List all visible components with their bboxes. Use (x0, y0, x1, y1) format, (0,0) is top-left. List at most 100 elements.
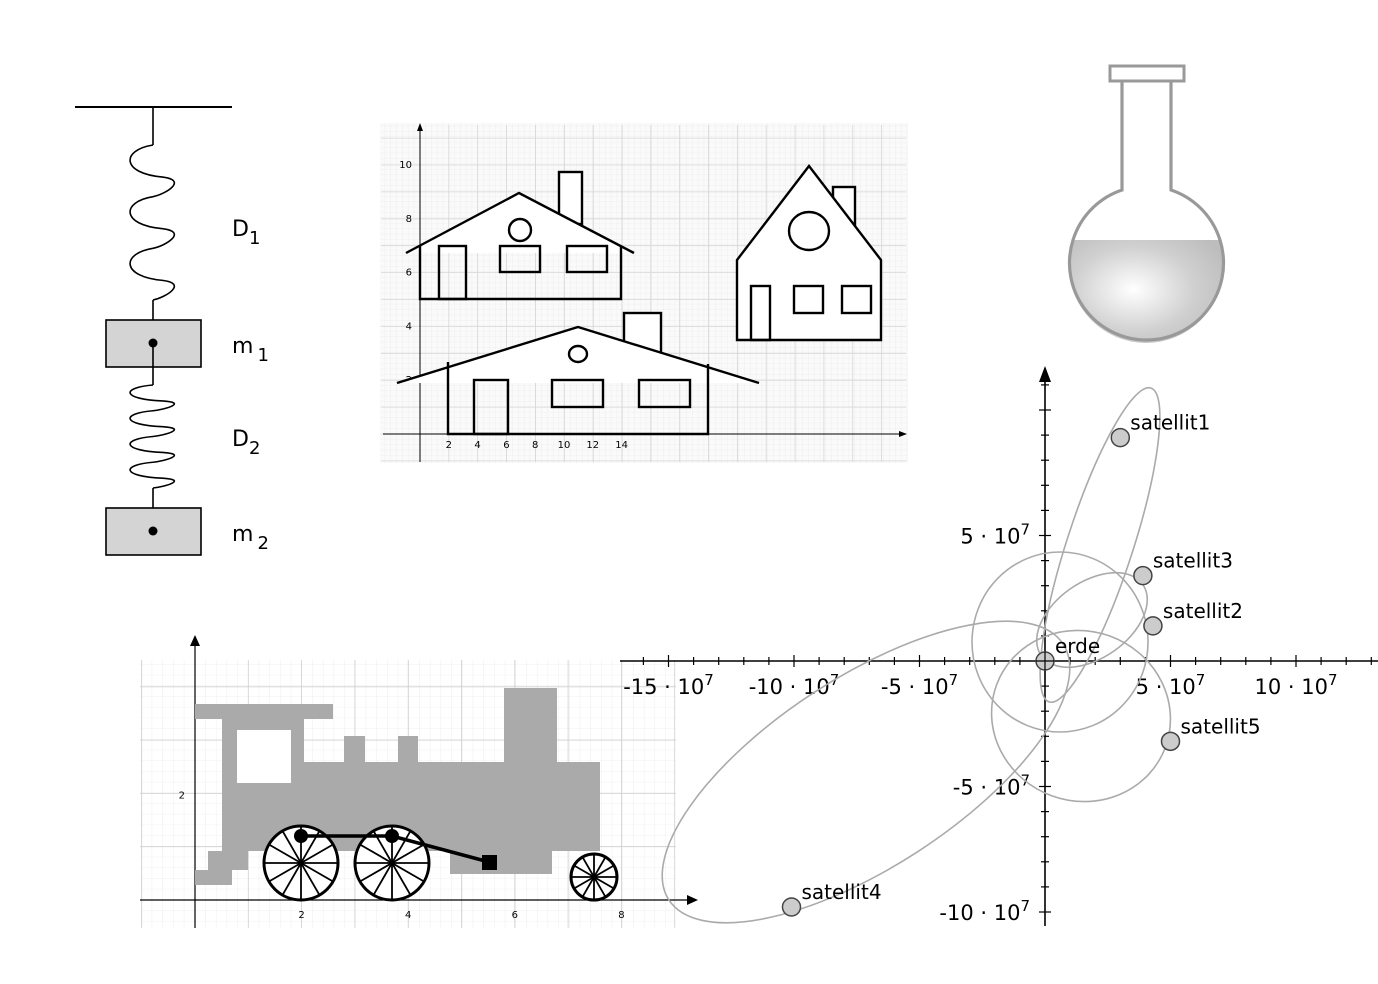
house1-window-right (565, 244, 609, 274)
house1-window-left (498, 244, 542, 274)
locomotive-y-arrow-icon (190, 635, 200, 646)
rod-pin-1 (294, 829, 308, 843)
locomotive-x-arrow-icon (687, 895, 698, 905)
house1-walls (418, 246, 623, 301)
houses-x-tick-label: 2 (446, 440, 452, 451)
houses-x-tick-label: 6 (503, 440, 509, 451)
earth-label: erde (1055, 634, 1100, 658)
dome-1 (344, 736, 365, 763)
round-bottom-flask (1067, 64, 1226, 343)
house2-window-left (792, 284, 825, 315)
satellite-label: satellit4 (801, 880, 881, 904)
dome-2 (398, 736, 418, 763)
locomotive-wheels (262, 824, 619, 902)
satellite-marker (1160, 731, 1181, 752)
satellite-label: satellit1 (1130, 411, 1210, 435)
satellite-marker (1133, 565, 1153, 586)
house3-door (472, 378, 510, 436)
orbit-bodies: erde satellit1 satellit3 satellit2 satellit5… (781, 411, 1261, 917)
orbit-y-tick-labels: 5 · 107-5 · 107-10 · 107 (939, 521, 1030, 926)
house2-window-right (840, 284, 873, 315)
orbit-satellit4 (661, 620, 1071, 924)
earth-marker (1035, 651, 1055, 671)
satellite-marker (1143, 616, 1163, 636)
orbit-y-tick-label: 5 · 107 (960, 521, 1030, 549)
house3-round-window (567, 344, 589, 364)
locomotive-x-tick-label: 6 (512, 910, 518, 921)
flask-liquid (1069, 240, 1223, 343)
wheel-icon (353, 824, 431, 902)
mass-m2-anchor (148, 526, 158, 536)
houses-y-tick-label: 8 (406, 214, 412, 225)
locomotive-x-tick-label: 4 (405, 910, 411, 921)
houses-x-tick-label: 14 (615, 440, 628, 451)
house1-roof-line (405, 191, 635, 255)
orbit-diagram: -15 · 107 -10 · 107 -5 · 107 5 · 107 10 · 10… (620, 366, 1378, 926)
houses-drawing: 2 4 6 8 10 12 14 2 4 6 8 10 (380, 123, 908, 463)
rod-pin-2 (385, 829, 399, 843)
spring-d2 (129, 384, 175, 489)
houses-x-tick-label: 4 (474, 440, 480, 451)
cab-window (237, 730, 291, 783)
satellite-label: satellit5 (1181, 714, 1261, 738)
satellite-label: satellit2 (1163, 599, 1243, 623)
flask-stopper (1108, 64, 1186, 83)
houses-x-tick-label: 10 (558, 440, 571, 451)
house-bottom (396, 311, 760, 436)
houses-y-tick-label: 4 (406, 321, 412, 332)
houses-x-tick-label: 12 (586, 440, 599, 451)
satellite-marker (1110, 427, 1131, 448)
orbit-x-tick-label: -5 · 107 (881, 671, 958, 699)
orbit-satellit1 (1039, 386, 1161, 704)
houses-x-tick-label: 8 (532, 440, 538, 451)
label-d1: D1 (232, 217, 260, 249)
house3-walls (446, 362, 710, 436)
house1-door (437, 244, 468, 301)
house3-window-left (550, 378, 605, 409)
locomotive-y-ticks: 2 (179, 790, 185, 801)
label-d2: D2 (232, 427, 260, 459)
houses-y-arrow-icon (417, 123, 423, 131)
house2-door (749, 284, 772, 342)
house-upper-left (405, 170, 635, 301)
satellite-label: satellit3 (1153, 549, 1233, 573)
step-2 (195, 870, 232, 885)
orbit-x-tick-label: -15 · 107 (623, 671, 714, 699)
orbit-satellit3 (971, 551, 1149, 733)
houses-x-arrow-icon (899, 431, 907, 437)
house1-round-window (507, 217, 533, 243)
smokestack (504, 688, 557, 763)
wheel-icon (569, 852, 619, 902)
orbit-x-tick-label: 5 · 107 (1136, 671, 1206, 699)
houses-x-ticks: 2 4 6 8 10 12 14 (446, 440, 628, 451)
orbit-y-arrow-icon (1039, 366, 1051, 382)
house-right (735, 164, 883, 342)
house3-roof-line (396, 325, 760, 385)
houses-y-tick-label: 10 (399, 160, 412, 171)
locomotive-x-ticks: 2 4 6 8 (298, 910, 624, 921)
house1-roof (406, 193, 634, 253)
house2-body (735, 164, 883, 342)
house3-roof-fill (397, 327, 759, 383)
orbit-x-tick-label: 10 · 107 (1254, 671, 1337, 699)
orbit-minor-ticks (642, 384, 1372, 913)
houses-y-tick-label: 6 (406, 268, 412, 279)
piston-block (482, 855, 497, 870)
spring-d1 (129, 144, 176, 301)
satellite-marker (781, 897, 802, 917)
locomotive-x-tick-label: 2 (298, 910, 304, 921)
cab-roof (195, 704, 333, 719)
house2-round-window (787, 210, 831, 252)
orbit-y-tick-label: -10 · 107 (939, 897, 1030, 925)
locomotive-x-tick-label: 8 (618, 910, 624, 921)
step-1 (208, 851, 248, 870)
flask-glass (1067, 81, 1226, 342)
locomotive-y-tick-label: 2 (179, 790, 185, 801)
locomotive-drawing: 2 4 6 8 2 (140, 635, 698, 928)
house3-window-right (637, 378, 692, 409)
